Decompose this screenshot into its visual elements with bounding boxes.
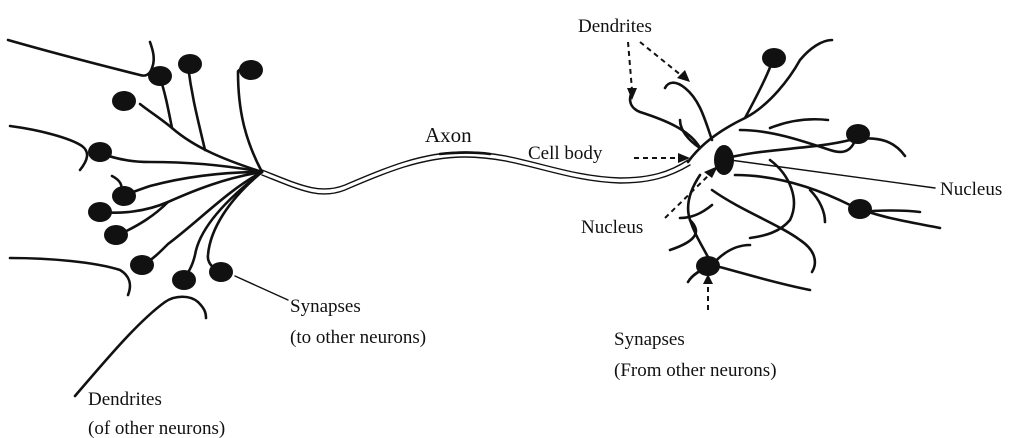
label-synapses-from: Synapses <box>614 329 685 350</box>
synapse-terminal <box>172 270 196 290</box>
label-synapses-from-sub: (From other neurons) <box>614 360 777 381</box>
label-dendrites: Dendrites <box>578 16 652 37</box>
label-dendrites-other: Dendrites <box>88 389 162 410</box>
label-synapses-to: Synapses <box>290 296 361 317</box>
label-nucleus-lower: Nucleus <box>581 217 643 238</box>
synapse-terminal <box>696 256 720 276</box>
label-synapses-to-sub: (to other neurons) <box>290 327 426 348</box>
synapse-terminal <box>209 262 233 282</box>
synapse-terminal <box>239 60 263 80</box>
synapse-terminal <box>112 186 136 206</box>
synapse-terminal <box>88 202 112 222</box>
synapse-terminal <box>846 124 870 144</box>
synapse-terminal <box>104 225 128 245</box>
synapse-terminal <box>848 199 872 219</box>
label-dendrites-other-sub: (of other neurons) <box>88 418 225 438</box>
axon <box>262 152 690 194</box>
label-nucleus-right: Nucleus <box>940 179 1002 200</box>
synapse-terminal <box>178 54 202 74</box>
label-cell-body: Cell body <box>528 143 603 164</box>
cell-body-dendrites <box>630 40 940 290</box>
label-axon: Axon <box>425 123 472 147</box>
synapse-terminal <box>130 255 154 275</box>
synapse-terminal <box>112 91 136 111</box>
synapse-terminal <box>762 48 786 68</box>
synapse-terminal <box>88 142 112 162</box>
pointer-lines <box>235 42 935 310</box>
